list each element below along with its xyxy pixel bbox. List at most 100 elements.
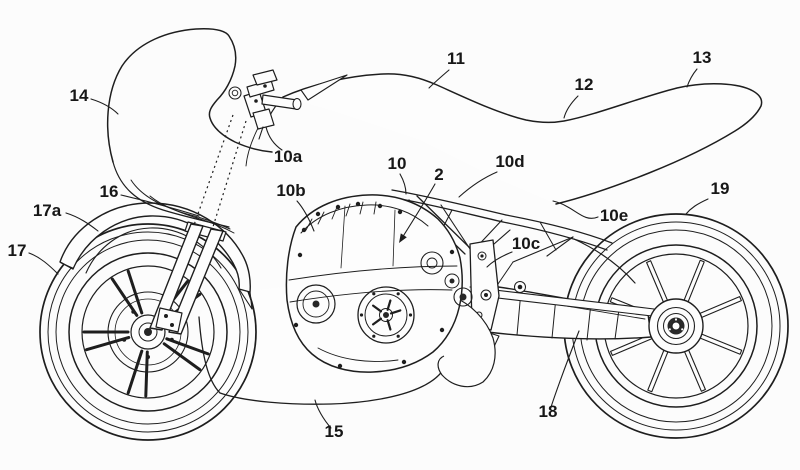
idler-gear: [420, 251, 444, 275]
spoke: [646, 260, 668, 303]
fender-end-cap: [60, 262, 74, 269]
star-arm: [372, 317, 382, 326]
bolt-dot: [408, 313, 413, 317]
ref-label-10a: 10a: [274, 147, 303, 166]
bolt-dot: [169, 337, 174, 342]
leader-15: [314, 399, 332, 429]
fork-hidden-line: [193, 114, 234, 226]
front-tire-arc: [47, 231, 249, 433]
leader-2: [401, 183, 436, 239]
fork-leg-rear: [168, 228, 224, 335]
star-arm: [372, 304, 382, 313]
steering-bracket: [228, 69, 302, 167]
body-tank-seat-tail: [268, 73, 763, 205]
pivot-hole: [477, 251, 487, 261]
hub-bolt: [668, 328, 671, 331]
spoke: [699, 333, 743, 355]
spoke: [144, 350, 149, 398]
ref-label-14: 14: [70, 86, 89, 105]
ref-label-10e: 10e: [600, 206, 628, 225]
spoke: [165, 337, 210, 356]
stator-cover: [296, 284, 336, 324]
front-rim-outer: [68, 252, 228, 412]
spoke: [647, 349, 669, 393]
fender-band: [59, 202, 251, 293]
leader-10a: [265, 126, 283, 151]
stem-line: [258, 126, 264, 140]
caliper-bolt: [170, 323, 174, 327]
front-rim-inner: [81, 265, 215, 399]
caliper-bolt: [164, 314, 168, 318]
spoke: [162, 342, 202, 372]
ref-label-10d: 10d: [495, 152, 524, 171]
rear-hugger: [497, 236, 636, 285]
spoke: [85, 336, 131, 352]
clutch-center: [383, 312, 389, 318]
bolt-dot: [372, 334, 376, 338]
chain-line: [469, 286, 655, 310]
bolt-dot: [401, 359, 407, 365]
bolt-dot: [146, 355, 150, 359]
ref-label-10c: 10c: [512, 234, 540, 253]
leader-17: [28, 252, 59, 275]
head-fins: [305, 201, 377, 231]
leader-17a: [65, 212, 99, 232]
spoke: [684, 349, 706, 392]
body-fill: [283, 73, 762, 204]
gauge-block: [252, 69, 278, 86]
front-tire-outer: [39, 223, 257, 441]
drive-chain: [469, 286, 655, 317]
spoke: [126, 269, 144, 315]
engine-unit: [285, 194, 473, 373]
clutch-ring: [364, 293, 408, 337]
leader-10: [399, 173, 407, 195]
bolt-dot: [122, 337, 127, 342]
rear-hub: [648, 298, 704, 354]
ref-label-11: 11: [447, 49, 465, 68]
front-hub-ring: [138, 322, 158, 342]
leader-2-arrowhead: [399, 233, 407, 243]
grip-end: [292, 97, 302, 111]
bolt-dot: [315, 211, 321, 217]
axle-nut: [671, 321, 681, 331]
engine-bolts: [293, 201, 455, 369]
idler-gear-hub: [426, 257, 438, 269]
brake-disc: [107, 291, 189, 373]
bolt-dot: [297, 252, 303, 258]
ref-label-19: 19: [711, 179, 730, 198]
cowl-lower-line: [149, 195, 235, 234]
chain-line: [471, 294, 653, 317]
ref-label-17a: 17a: [33, 201, 62, 220]
pivot-hole: [480, 289, 492, 301]
mirror-stay: [300, 74, 348, 101]
frame-brace: [440, 204, 471, 250]
seat-rail: [505, 214, 613, 244]
leader-13: [686, 68, 698, 88]
bar-end-ring: [231, 89, 239, 97]
bar-end-weight: [228, 86, 242, 100]
bolt-dot: [301, 227, 307, 233]
ref-label-17: 17: [8, 241, 27, 260]
windscreen: [106, 28, 273, 234]
bolt-dot: [337, 363, 343, 369]
brace-line: [497, 261, 514, 285]
bolt-dot: [377, 203, 383, 209]
fin: [331, 206, 338, 220]
leader-18: [550, 330, 580, 408]
leader-10e: [552, 200, 599, 219]
hub-ring: [656, 306, 696, 346]
clutch-cover: [357, 286, 415, 344]
brace-line: [512, 236, 574, 263]
bolt-dot: [372, 292, 376, 296]
fin: [359, 201, 364, 215]
stator-ring: [302, 290, 330, 318]
case-vertical: [392, 209, 396, 267]
bolt-dot: [396, 292, 400, 296]
ref-label-10b: 10b: [276, 181, 305, 200]
front-tire-arc: [55, 239, 241, 425]
leader-10d: [458, 171, 498, 198]
clutch-bolts: [359, 292, 413, 338]
bolt-dot: [131, 309, 136, 314]
